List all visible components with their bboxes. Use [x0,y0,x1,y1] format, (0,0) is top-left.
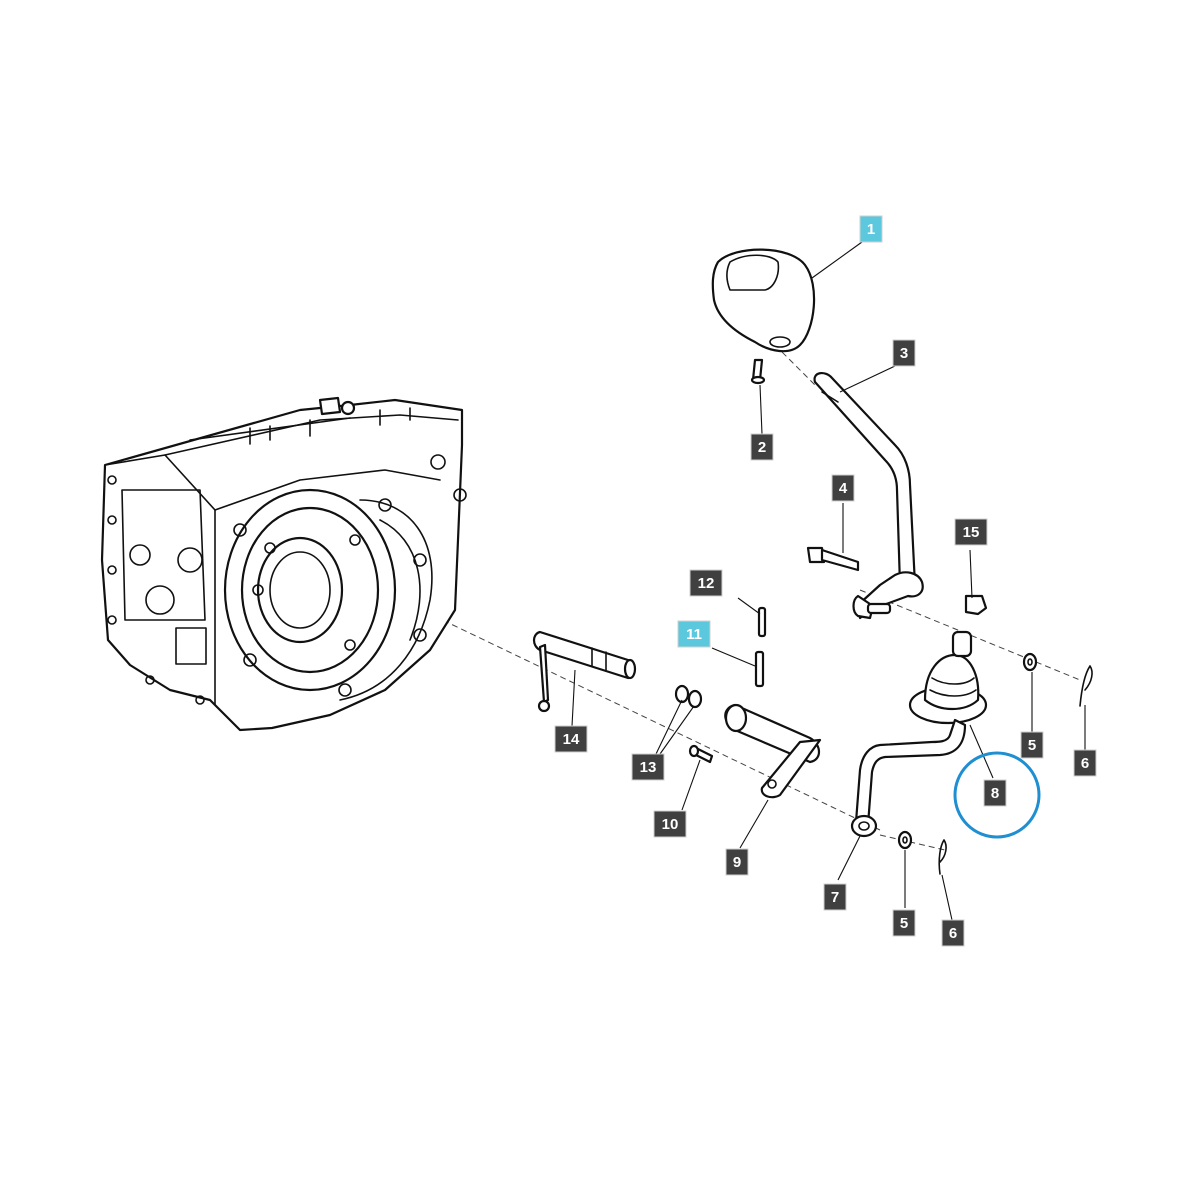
callout-2-text: 2 [758,439,766,456]
callout-14-text: 14 [563,731,580,748]
callout-7-text: 7 [831,889,839,906]
callout-8[interactable]: 8 [983,779,1007,807]
assembly-axis-lines [379,344,1081,851]
transmission-housing [100,396,467,732]
callout-10[interactable]: 10 [653,810,687,838]
callout-5-lower-text: 5 [900,915,908,932]
part-15-nut [964,594,988,616]
callout-6-upper-text: 6 [1081,755,1089,772]
part-8-link-rod-with-boot [850,630,988,838]
highlight-ring [953,751,1041,839]
callout-5-upper[interactable]: 5 [1020,731,1044,759]
callout-13[interactable]: 13 [631,753,665,781]
callout-14[interactable]: 14 [554,725,588,753]
callout-4[interactable]: 4 [831,474,855,502]
callout-6-lower-text: 6 [949,925,957,942]
callout-11[interactable]: 11 [677,620,711,648]
callout-8-text: 8 [991,785,999,802]
leader-lines [571,241,1086,921]
part-3-gear-lever [813,372,924,620]
part-6-spring-clip-lower [938,839,947,875]
callout-4-text: 4 [839,480,848,497]
callout-15[interactable]: 15 [954,518,988,546]
part-1-gear-knob [711,248,816,353]
part-11-roll-pin [754,650,765,688]
callout-13-text: 13 [640,759,657,776]
part-9-shift-lever [724,703,822,799]
callout-7[interactable]: 7 [823,883,847,911]
callout-12[interactable]: 12 [689,569,723,597]
callout-9[interactable]: 9 [725,848,749,876]
callout-5-upper-text: 5 [1028,737,1036,754]
callout-3-text: 3 [900,345,908,362]
callout-3[interactable]: 3 [892,339,916,367]
part-13-o-rings [674,684,703,709]
callout-12-text: 12 [698,575,715,592]
part-2-pin [750,358,766,385]
callout-2[interactable]: 2 [750,433,774,461]
callout-9-text: 9 [733,854,741,871]
part-5-washer-upper [1022,652,1038,672]
part-5-washer-lower [897,830,913,850]
part-10-pin [688,744,714,764]
callout-6-lower[interactable]: 6 [941,919,965,947]
callout-1[interactable]: 1 [859,215,883,243]
callout-11-text: 11 [686,626,702,643]
part-12-roll-pin [757,606,767,638]
callout-5-lower[interactable]: 5 [892,909,916,937]
part-4-bolt [806,546,860,572]
callout-1-text: 1 [867,221,875,238]
callout-15-text: 15 [963,524,980,541]
callout-10-text: 10 [662,816,679,833]
part-6-spring-clip-upper [1079,665,1093,707]
callout-6-upper[interactable]: 6 [1073,749,1097,777]
part-14-selector-shaft [532,630,637,713]
